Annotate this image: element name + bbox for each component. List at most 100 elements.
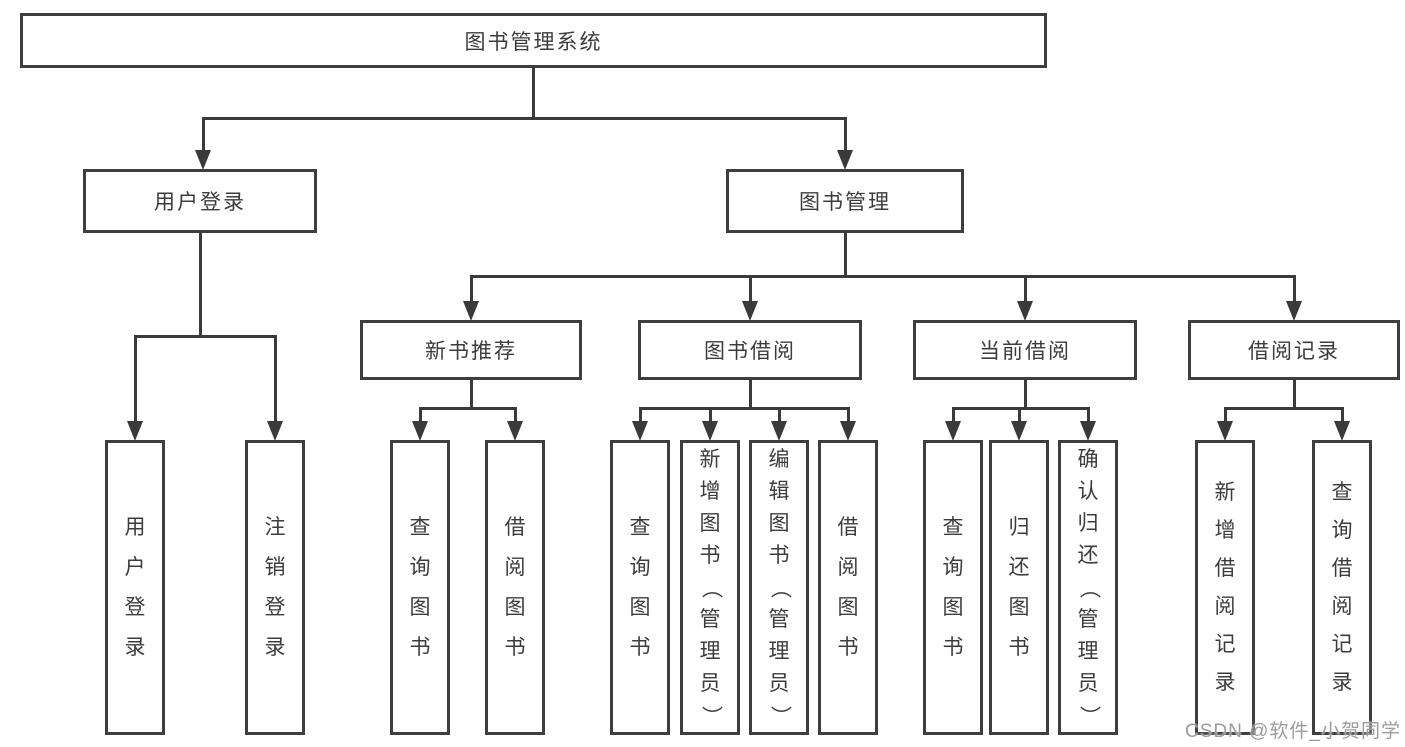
connector-line-v: [1292, 276, 1296, 314]
down-arrowhead-icon: [632, 421, 648, 441]
node-label: 图书管理: [799, 191, 891, 214]
label-glyph: 查: [942, 515, 964, 539]
label-glyph: 借: [504, 515, 526, 539]
down-arrowhead-icon: [837, 150, 853, 170]
label-glyph: 新: [1214, 480, 1236, 504]
connector-line-h: [469, 274, 1296, 278]
connector-line-v: [531, 68, 535, 118]
node-label: 借阅记录: [1248, 340, 1340, 363]
node-label: 注销登录: [248, 443, 302, 732]
node-leaf-query-book-rec: 查询图书: [390, 440, 450, 735]
down-arrowhead-icon: [195, 150, 211, 170]
down-arrowhead-icon: [945, 421, 961, 441]
node-label: 新增借阅记录: [1198, 443, 1252, 732]
node-label: 查询图书: [613, 443, 667, 732]
label-glyph: 管: [699, 607, 721, 631]
label-glyph: （: [699, 577, 722, 598]
label-glyph: 归: [1008, 515, 1030, 539]
label-glyph: （: [768, 577, 791, 598]
label-glyph: 询: [409, 555, 431, 579]
label-glyph: 增: [699, 479, 721, 503]
label-glyph: 记: [1214, 632, 1236, 656]
connector-line-h: [418, 406, 517, 410]
connector-line-v: [843, 233, 847, 276]
connector-line-v: [843, 118, 847, 163]
label-glyph: 图: [768, 511, 790, 535]
node-label: 图书管理系统: [464, 30, 603, 54]
label-glyph: 用: [124, 515, 146, 539]
label-glyph: 管: [1077, 607, 1099, 631]
label-glyph: 图: [942, 595, 964, 619]
node-leaf-confirm-return: 确认归还（管理员）: [1058, 440, 1118, 735]
down-arrowhead-icon: [463, 301, 479, 321]
label-glyph: 录: [264, 635, 286, 659]
label-glyph: 借: [837, 515, 859, 539]
label-glyph: 登: [264, 595, 286, 619]
label-glyph: 员: [1077, 671, 1099, 695]
node-label: 归还图书: [992, 443, 1046, 732]
label-glyph: 还: [1077, 543, 1099, 567]
label-glyph: 还: [1008, 555, 1030, 579]
label-glyph: 记: [1331, 632, 1353, 656]
node-leaf-edit-book: 编辑图书（管理员）: [749, 440, 809, 735]
node-leaf-query-book-borrow: 查询图书: [610, 440, 670, 735]
label-glyph: 理: [699, 639, 721, 663]
label-glyph: 询: [1331, 518, 1353, 542]
node-label: 用户登录: [108, 443, 162, 732]
node-label: 新增图书（管理员）: [683, 443, 737, 732]
node-label: 借阅图书: [821, 443, 875, 732]
node-label: 当前借阅: [979, 340, 1071, 363]
down-arrowhead-icon: [840, 421, 856, 441]
connector-line-v: [133, 336, 137, 434]
node-book-borrow: 图书借阅: [638, 320, 862, 380]
down-arrowhead-icon: [412, 421, 428, 441]
label-glyph: 查: [1331, 480, 1353, 504]
label-glyph: 认: [1077, 479, 1099, 503]
label-glyph: 图: [629, 595, 651, 619]
label-glyph: 登: [124, 595, 146, 619]
node-leaf-return-book: 归还图书: [989, 440, 1049, 735]
label-glyph: 图: [1008, 595, 1030, 619]
label-glyph: ）: [699, 705, 722, 726]
node-label: 查询图书: [393, 443, 447, 732]
label-glyph: 员: [699, 671, 721, 695]
node-book-mgmt: 图书管理: [726, 169, 964, 233]
node-leaf-add-borrow-record: 新增借阅记录: [1195, 440, 1255, 735]
label-glyph: 书: [768, 543, 790, 567]
label-glyph: 查: [629, 515, 651, 539]
down-arrowhead-icon: [267, 421, 283, 441]
label-glyph: 增: [1214, 518, 1236, 542]
node-label: 图书借阅: [704, 340, 796, 363]
node-leaf-logout: 注销登录: [245, 440, 305, 735]
label-glyph: （: [1077, 577, 1100, 598]
node-label: 新书推荐: [425, 340, 517, 363]
label-glyph: 书: [699, 543, 721, 567]
down-arrowhead-icon: [1217, 421, 1233, 441]
node-label: 用户登录: [154, 191, 246, 214]
node-label: 编辑图书（管理员）: [752, 443, 806, 732]
down-arrowhead-icon: [1286, 301, 1302, 321]
label-glyph: 录: [1214, 670, 1236, 694]
label-glyph: 图: [504, 595, 526, 619]
label-glyph: 录: [124, 635, 146, 659]
label-glyph: 借: [1214, 556, 1236, 580]
label-glyph: 书: [942, 635, 964, 659]
node-label: 查询借阅记录: [1315, 443, 1369, 732]
connector-line-v: [748, 380, 752, 408]
label-glyph: 员: [768, 671, 790, 695]
connector-line-h: [951, 406, 1090, 410]
label-glyph: 注: [264, 515, 286, 539]
label-glyph: 询: [629, 555, 651, 579]
label-glyph: 书: [504, 635, 526, 659]
label-glyph: 阅: [504, 555, 526, 579]
label-glyph: ）: [1077, 705, 1100, 726]
label-glyph: 查: [409, 515, 431, 539]
down-arrowhead-icon: [1017, 301, 1033, 321]
node-root: 图书管理系统: [20, 13, 1047, 68]
watermark: CSDN @软件_小贺同学: [1185, 721, 1401, 742]
label-glyph: 理: [1077, 639, 1099, 663]
label-glyph: 借: [1331, 556, 1353, 580]
connector-line-h: [1223, 406, 1344, 410]
connector-line-v: [1023, 276, 1027, 314]
